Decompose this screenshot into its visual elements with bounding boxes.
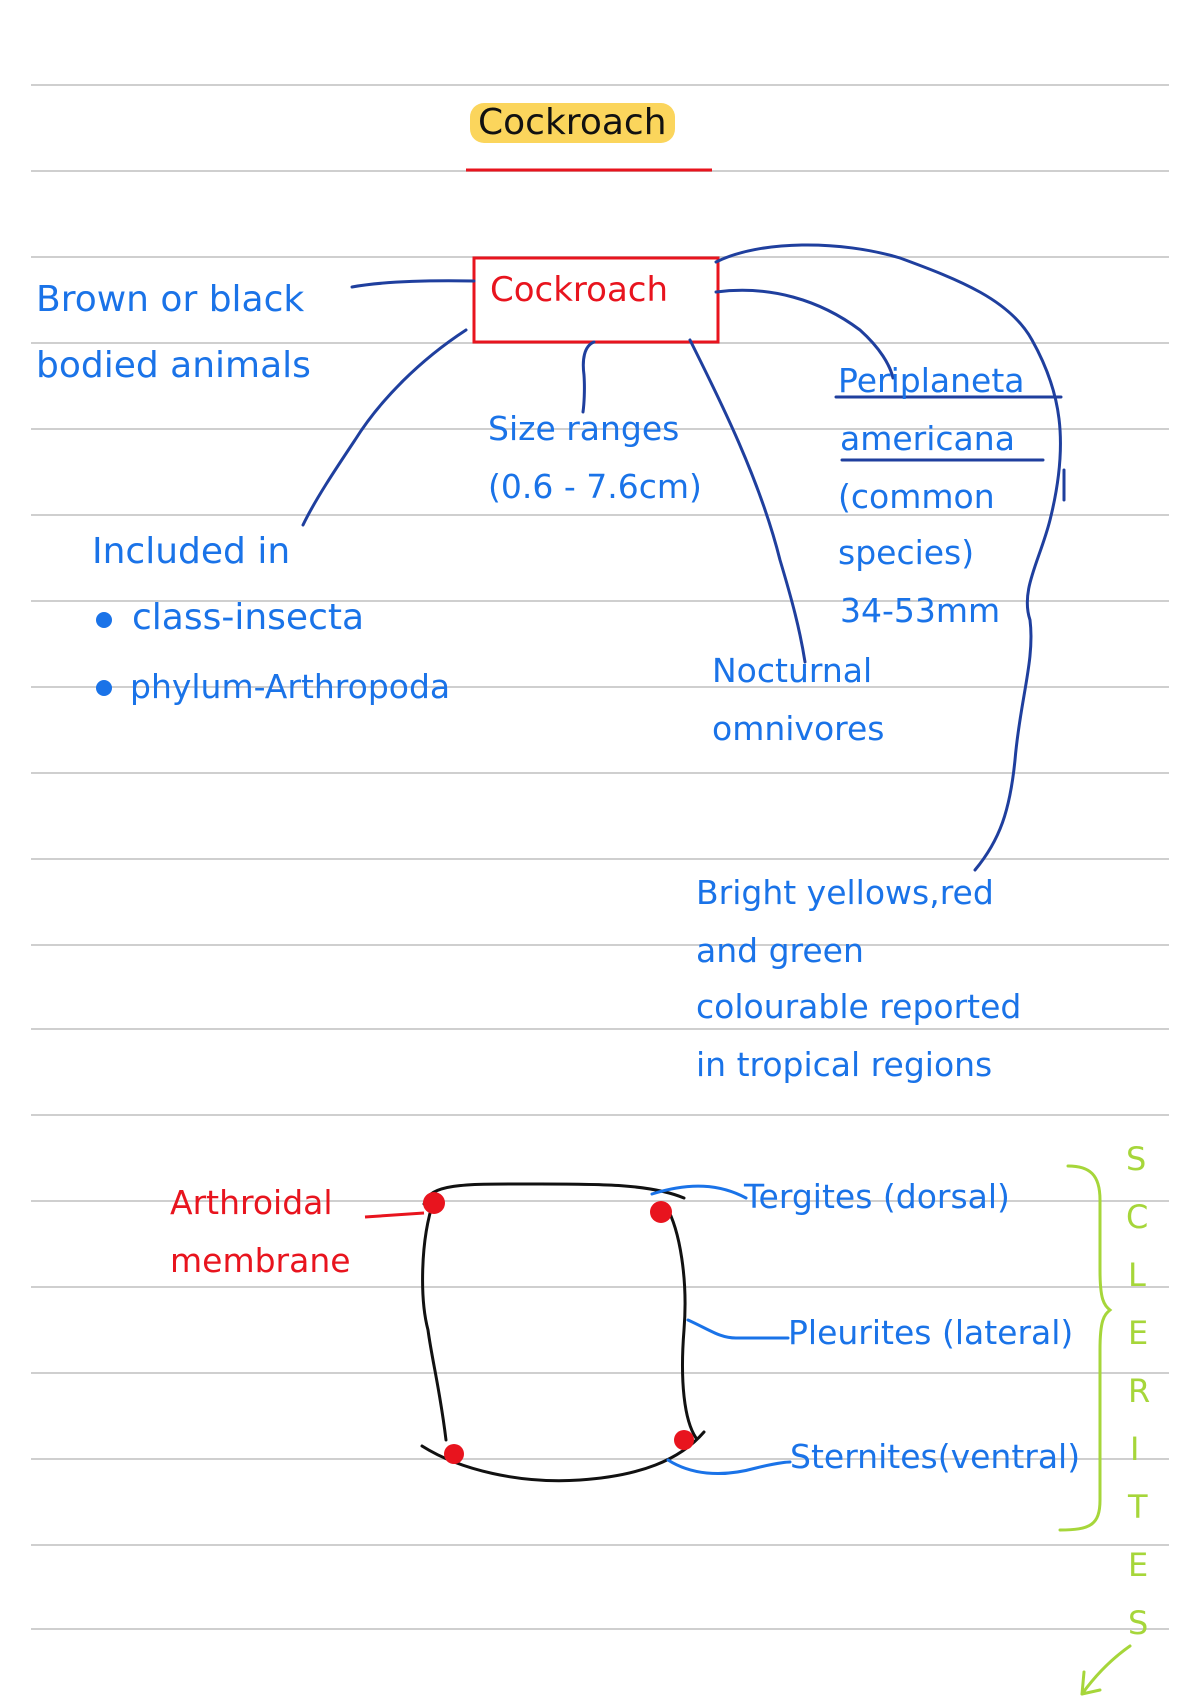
sclerites-letter: L	[1128, 1256, 1146, 1294]
pleurites-label: Pleurites (lateral)	[788, 1313, 1074, 1352]
sclerites-letter: T	[1128, 1488, 1148, 1526]
arrow-down-icon	[1080, 1644, 1132, 1696]
pleurite-left-outline	[421, 1198, 448, 1442]
size-line1: Size ranges	[488, 409, 680, 448]
connector-species	[714, 288, 895, 380]
connector-pleurites	[686, 1318, 790, 1340]
bullet-icon	[96, 680, 112, 696]
sclerites-letter: E	[1128, 1314, 1149, 1352]
species-line4: species)	[838, 533, 975, 572]
species-line2: americana	[840, 419, 1015, 458]
colour-line1: Bright yellows,red	[696, 873, 994, 912]
tergites-label: Tergites (dorsal)	[744, 1177, 1010, 1216]
ruled-line	[31, 1544, 1169, 1546]
joint-dot	[650, 1201, 672, 1223]
ruled-line	[31, 1372, 1169, 1374]
membrane-label-line1: Arthroidal	[170, 1183, 333, 1222]
ruled-line	[31, 1200, 1169, 1202]
connector-body-color	[350, 279, 476, 289]
colour-line3: colourable reported	[696, 987, 1022, 1026]
sclerites-brace	[1058, 1164, 1113, 1532]
ruled-line	[31, 1628, 1169, 1630]
species-line1: Periplaneta	[838, 361, 1025, 400]
connector-classification	[301, 328, 468, 527]
page-title: Cockroach	[470, 103, 675, 143]
sclerites-letter: I	[1130, 1430, 1140, 1468]
connector-sternites	[666, 1458, 792, 1476]
pleurite-right-outline	[664, 1204, 698, 1440]
behaviour-line2: omnivores	[712, 709, 885, 748]
ruled-line	[31, 944, 1169, 946]
ruled-line	[31, 1286, 1169, 1288]
size-line2: (0.6 - 7.6cm)	[488, 467, 702, 506]
species-line3: (common	[838, 477, 995, 516]
sclerites-letter: E	[1128, 1546, 1149, 1584]
classification-item: phylum-Arthropoda	[130, 667, 451, 706]
center-box-label: Cockroach	[490, 270, 669, 310]
joint-dot	[423, 1192, 445, 1214]
joint-dot	[444, 1444, 464, 1464]
classification-heading: Included in	[92, 531, 291, 572]
sternite-outline	[420, 1430, 706, 1483]
connector-size	[581, 340, 596, 414]
sclerites-letter: R	[1128, 1372, 1151, 1410]
center-box-frame	[472, 256, 720, 344]
classification-item: class-insecta	[132, 597, 365, 638]
connector-behaviour	[688, 338, 807, 664]
ruled-line	[31, 428, 1169, 430]
behaviour-line1: Nocturnal	[712, 651, 873, 690]
body-color-line1: Brown or black	[36, 279, 305, 320]
colour-line2: and green	[696, 931, 864, 970]
sternites-label: Sternites(ventral)	[790, 1437, 1081, 1476]
sclerites-letter: C	[1126, 1198, 1149, 1236]
sclerites-letter: S	[1128, 1604, 1149, 1642]
connector-tergites	[650, 1184, 748, 1200]
ruled-line	[31, 858, 1169, 860]
tergite-outline	[422, 1182, 686, 1206]
bullet-icon	[96, 612, 112, 628]
connector-membrane	[364, 1211, 425, 1219]
ruled-line	[31, 686, 1169, 688]
connector-colour	[714, 243, 1062, 872]
colour-line4: in tropical regions	[696, 1045, 993, 1084]
ruled-line	[31, 84, 1169, 86]
ruled-line	[31, 1114, 1169, 1116]
ruled-line	[31, 1458, 1169, 1460]
ruled-line	[31, 514, 1169, 516]
joint-dots	[423, 1192, 694, 1464]
ruled-line	[31, 600, 1169, 602]
ruled-line	[31, 1028, 1169, 1030]
ruled-line	[31, 772, 1169, 774]
sclerites-letter: S	[1126, 1140, 1147, 1178]
joint-dot	[674, 1430, 694, 1450]
membrane-label-line2: membrane	[170, 1241, 351, 1280]
body-color-line2: bodied animals	[36, 345, 311, 386]
species-line5: 34-53mm	[840, 591, 1001, 630]
